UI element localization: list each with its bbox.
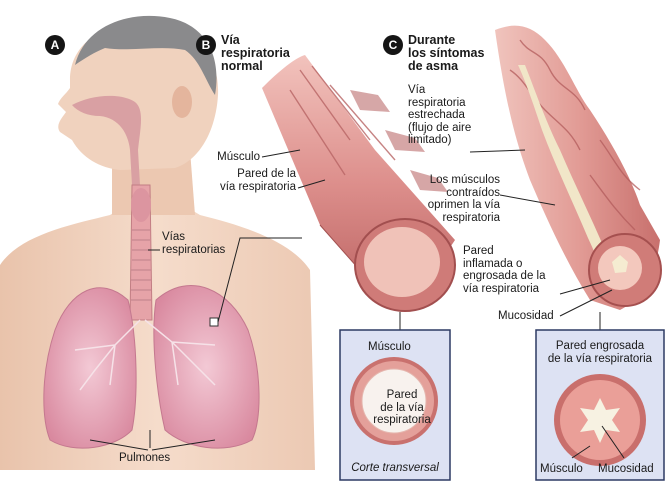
panel-a-badge: A (45, 35, 65, 55)
label-mucosidad: Mucosidad (498, 310, 554, 323)
label-musculo: Músculo (188, 151, 260, 164)
panel-b-badge: B (196, 35, 216, 55)
inset-normal-caption: Corte transversal (341, 462, 449, 475)
label-pulmones: Pulmones (119, 452, 170, 465)
panel-c-badge: C (383, 35, 403, 55)
panel-b-title: Vía respiratoria normal (221, 34, 290, 73)
label-pared-inflamada: Pared inflamada o engrosada de la vía re… (463, 245, 545, 295)
inset-asthma-musculo: Músculo (540, 463, 583, 476)
label-via-estrechada: Vía respiratoria estrechada (flujo de ai… (408, 84, 471, 147)
label-pared: Pared de la vía respiratoria (198, 168, 296, 193)
panel-c-title: Durante los síntomas de asma (408, 34, 484, 73)
inset-normal-musculo: Músculo (368, 341, 411, 354)
inset-normal-pared: Pared de la vía respiratoria (360, 389, 444, 427)
inset-asthma-mucosidad: Mucosidad (598, 463, 654, 476)
trachea (130, 185, 152, 320)
label-vias-respiratorias: Vías respiratorias (162, 231, 225, 256)
label-musculos-contraidos: Los músculos contraídos oprimen la vía r… (404, 174, 500, 224)
inset-asthma-pared: Pared engrosada de la vía respiratoria (538, 340, 662, 365)
